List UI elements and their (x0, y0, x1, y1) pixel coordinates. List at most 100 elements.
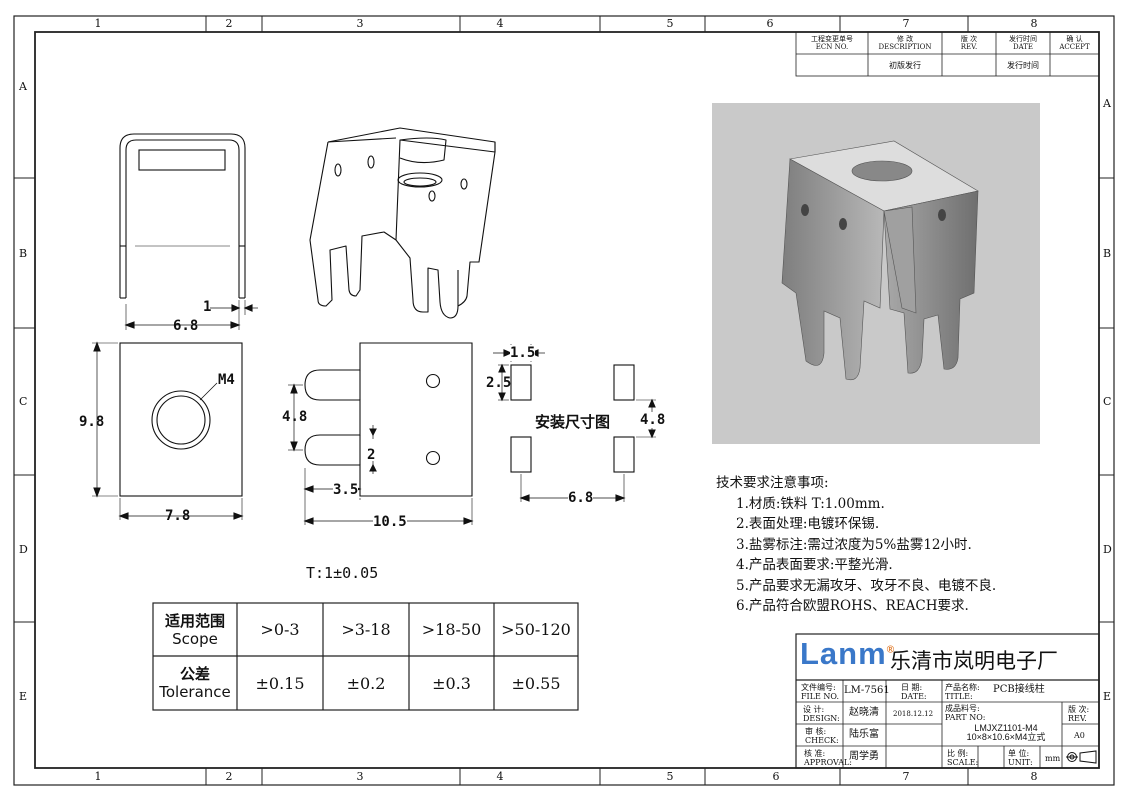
dim-side-length: 10.5 (373, 514, 407, 530)
zone-top-4: 4 (496, 17, 504, 30)
zone-bottom-6: 6 (772, 770, 780, 783)
rev-label: 版 次:REV. (1068, 705, 1090, 723)
top-view (92, 341, 244, 520)
zone-bottom-2: 2 (225, 770, 233, 783)
revision-block-lines (795, 31, 1100, 77)
note-item-3: 3.盐雾标注:需过浓度为5%盐雾12小时. (736, 536, 972, 553)
product-name-value: PCB接线柱 (993, 684, 1045, 695)
approval-label: 核 准:APPROVAL: (804, 749, 853, 767)
note-item-2: 2.表面处理:电镀环保锡. (736, 516, 880, 532)
zone-left-c: C (19, 395, 28, 408)
dim-front-leg: 1 (203, 299, 212, 315)
note-item-1: 1.材质:铁料 T:1.00mm. (736, 495, 885, 512)
outer-border (13, 15, 1115, 786)
dim-side-height: 4.8 (282, 409, 308, 425)
company-logo: Lanm® (800, 636, 896, 671)
zone-right-c: C (1103, 395, 1112, 408)
tolerance-value-3: ±0.3 (432, 673, 471, 693)
design-label: 设 计:DESIGN: (803, 705, 840, 723)
zone-top-7: 7 (902, 17, 910, 30)
rev-date: 发行时间 (1007, 61, 1039, 70)
projection-symbol (1066, 750, 1097, 764)
zone-bottom-7: 7 (902, 770, 910, 783)
approver-value: 周学勇 (849, 751, 879, 762)
part-no-label: 成品料号:PART NO: (945, 704, 986, 722)
product-name-label: 产品名称:TITLE: (945, 683, 980, 701)
zone-bottom-4: 4 (496, 770, 504, 783)
zone-left-a: A (19, 80, 27, 93)
zone-left-b: B (19, 247, 28, 260)
zone-top-2: 2 (225, 17, 233, 30)
side-view (288, 342, 474, 525)
rev-value: A0 (1074, 731, 1085, 740)
dim-pad-spacing-v: 4.8 (640, 412, 666, 428)
tolerance-range-2: >3-18 (341, 620, 391, 639)
zone-top-8: 8 (1030, 17, 1038, 30)
render-3d-graphic (781, 140, 979, 381)
zone-bottom-1: 1 (94, 770, 102, 783)
tolerance-value-1: ±0.15 (255, 673, 305, 693)
scale-label: 比 例:SCALE: (947, 749, 979, 767)
notes-title: 技术要求注意事项: (716, 475, 829, 491)
zone-left-e: E (19, 690, 28, 703)
zone-right-a: A (1103, 97, 1111, 110)
tolerance-range-1: >0-3 (260, 620, 300, 639)
install-title: 安装尺寸图 (535, 413, 611, 431)
designer-value: 赵晓清 (849, 707, 879, 718)
zone-right-d: D (1103, 543, 1112, 556)
dim-pad-height: 2.5 (486, 375, 512, 391)
dim-thread: M4 (218, 372, 235, 388)
check-label: 审 核:CHECK: (805, 727, 839, 745)
unit-value: mm (1045, 754, 1061, 763)
inner-border (34, 31, 1100, 769)
title-block-lines (795, 633, 1100, 769)
dim-top-width: 7.8 (165, 508, 191, 524)
zone-right-b: B (1103, 247, 1112, 260)
render-3d-view (712, 103, 1040, 444)
tolerance-range-3: >18-50 (421, 620, 482, 639)
thickness-note: T:1±0.05 (306, 564, 379, 582)
checker-value: 陆乐富 (849, 729, 879, 740)
note-item-4: 4.产品表面要求:平整光滑. (736, 557, 893, 573)
note-item-6: 6.产品符合欧盟ROHS、REACH要求. (736, 598, 969, 614)
zone-right-e: E (1103, 690, 1112, 703)
dim-pad-spacing-h: 6.8 (568, 490, 594, 506)
dim-side-gap: 2 (367, 447, 376, 463)
zone-left-d: D (19, 543, 28, 556)
tolerance-range-4: >50-120 (501, 620, 571, 639)
zone-bottom-3: 3 (356, 770, 364, 783)
iso-view (309, 127, 496, 319)
zone-bottom-5: 5 (666, 770, 674, 783)
dim-top-height: 9.8 (79, 414, 105, 430)
zone-top-1: 1 (94, 17, 102, 30)
tolerance-value-2: ±0.2 (346, 673, 386, 693)
rev-description: 初版发行 (889, 61, 921, 70)
zone-top-6: 6 (766, 17, 774, 30)
tolerance-table-lines (152, 602, 579, 711)
date-label: 日 期:DATE: (901, 683, 927, 701)
tolerance-value-4: ±0.55 (511, 673, 561, 693)
design-date-value: 2018.12.12 (893, 710, 934, 718)
unit-label: 单 位:UNIT: (1008, 749, 1033, 767)
file-no-label: 文件编号:FILE NO. (801, 683, 840, 701)
company-name: 乐清市岚明电子厂 (890, 649, 1058, 673)
front-view (119, 133, 258, 330)
file-no-value: LM-7561 (844, 685, 890, 696)
zone-bottom-8: 8 (1030, 770, 1038, 783)
dim-side-leg: 3.5 (333, 482, 359, 498)
zone-top-5: 5 (666, 17, 674, 30)
dim-front-width: 6.8 (173, 318, 199, 334)
technical-notes: 技术要求注意事项: 1.材质:铁料 T:1.00mm. 2.表面处理:电镀环保锡… (716, 473, 996, 617)
dim-pad-width: 1.5 (510, 345, 536, 361)
zone-top-3: 3 (356, 17, 364, 30)
note-item-5: 5.产品要求无漏攻牙、攻牙不良、电镀不良. (736, 577, 997, 594)
